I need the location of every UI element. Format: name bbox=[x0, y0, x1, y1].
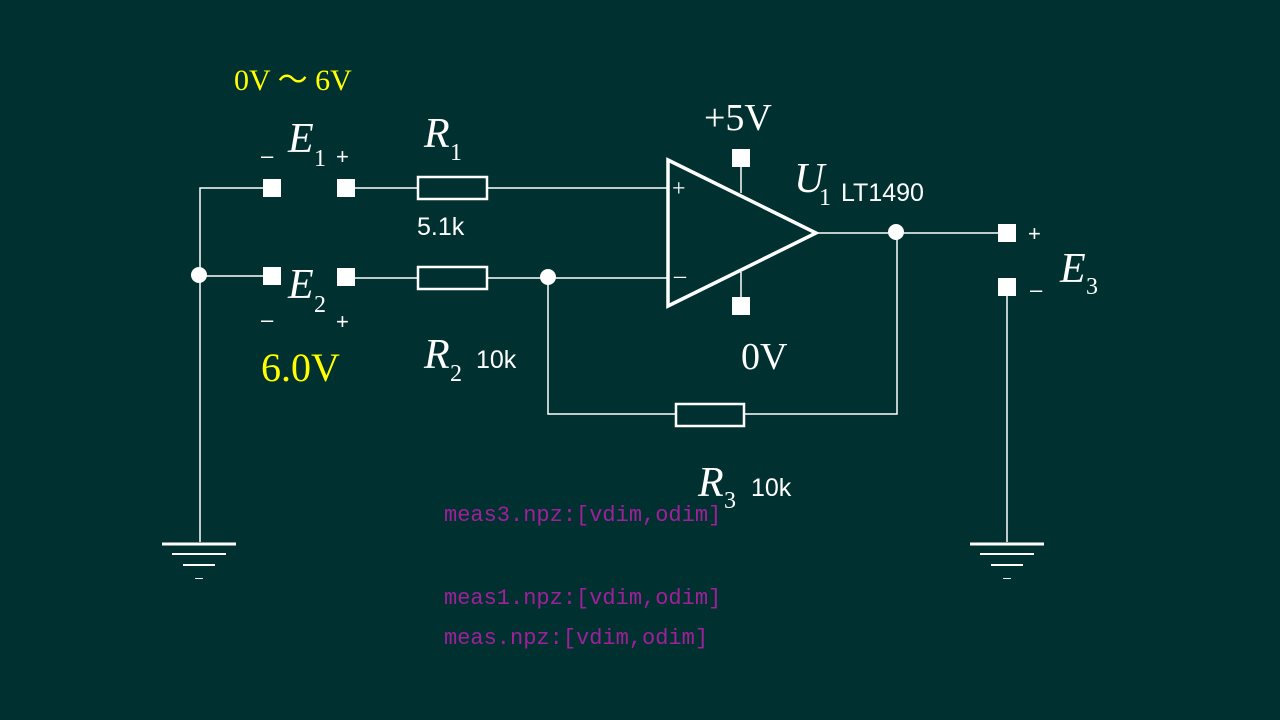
u1-name: U bbox=[794, 156, 827, 202]
wire-feedback-left bbox=[547, 278, 676, 415]
resistor-r2 bbox=[416, 265, 489, 291]
e2-plus-sign: + bbox=[336, 309, 349, 334]
file-note-meas1: meas1.npz:[vdim,odim] bbox=[444, 586, 721, 611]
terminals bbox=[263, 149, 1016, 315]
r2-value: 10k bbox=[476, 346, 517, 374]
ground-right-mark: – bbox=[1003, 569, 1011, 585]
e1-subscript: 1 bbox=[314, 146, 326, 172]
terminal-e1-minus[interactable] bbox=[263, 179, 281, 197]
e1-range-label: 0V ～ 6V bbox=[234, 64, 352, 97]
terminal-e1-plus[interactable] bbox=[337, 179, 355, 197]
e1-name: E bbox=[287, 116, 314, 162]
e3-plus-sign: + bbox=[1028, 221, 1041, 246]
junctions bbox=[191, 224, 904, 285]
e3-minus-sign: – bbox=[1030, 277, 1043, 302]
r1-value: 5.1k bbox=[417, 213, 465, 241]
e2-minus-sign: – bbox=[261, 307, 274, 332]
terminal-e3-minus[interactable] bbox=[998, 278, 1016, 296]
wire-left-rail bbox=[199, 187, 272, 542]
r2-name: R bbox=[423, 332, 450, 378]
junction-inv bbox=[540, 269, 556, 285]
r1-name: R bbox=[423, 111, 450, 157]
junction-left bbox=[191, 267, 207, 283]
resistor-r3 bbox=[674, 402, 746, 428]
e2-subscript: 2 bbox=[314, 292, 326, 318]
terminal-e3-plus[interactable] bbox=[998, 224, 1016, 242]
file-note-meas: meas.npz:[vdim,odim] bbox=[444, 626, 708, 651]
u1-part-number: LT1490 bbox=[841, 179, 924, 207]
terminal-supply-pos[interactable] bbox=[732, 149, 750, 167]
e2-value-label: 6.0V bbox=[261, 345, 340, 390]
wire-feedback-right bbox=[744, 233, 898, 415]
r3-name: R bbox=[697, 460, 724, 506]
u1-subscript: 1 bbox=[819, 185, 831, 211]
opamp-u1 bbox=[666, 157, 820, 309]
r3-value: 10k bbox=[751, 474, 792, 502]
wires bbox=[199, 166, 1008, 542]
supply-pos-label: +5V bbox=[704, 97, 772, 139]
resistor-r1 bbox=[416, 175, 489, 201]
e1-plus-sign: + bbox=[336, 144, 349, 169]
r2-subscript: 2 bbox=[450, 361, 462, 387]
e3-name: E bbox=[1059, 246, 1086, 292]
e1-minus-sign: – bbox=[261, 143, 274, 168]
junction-output bbox=[888, 224, 904, 240]
opamp-minus-sign: – bbox=[673, 263, 687, 289]
r1-subscript: 1 bbox=[450, 140, 462, 166]
r3-subscript: 3 bbox=[724, 488, 736, 514]
ground-left-mark: – bbox=[195, 569, 203, 585]
terminal-supply-gnd[interactable] bbox=[732, 297, 750, 315]
file-note-meas3: meas3.npz:[vdim,odim] bbox=[444, 503, 721, 528]
e3-subscript: 3 bbox=[1086, 274, 1098, 300]
ground-right bbox=[970, 542, 1044, 566]
ground-left bbox=[162, 542, 236, 566]
opamp-plus-sign: + bbox=[672, 176, 686, 202]
e2-name: E bbox=[287, 262, 314, 308]
terminal-e2-plus[interactable] bbox=[337, 268, 355, 286]
terminal-e2-minus[interactable] bbox=[263, 267, 281, 285]
supply-gnd-label: 0V bbox=[741, 336, 788, 378]
